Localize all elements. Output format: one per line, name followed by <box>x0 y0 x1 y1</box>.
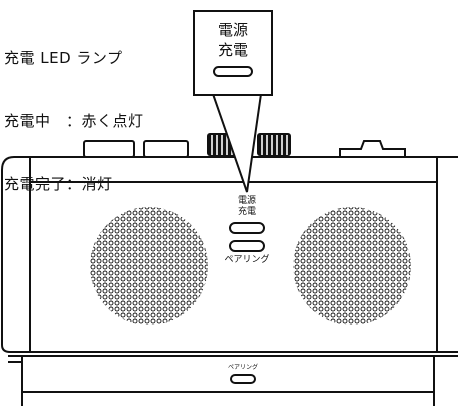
device-power-label-line2: 充電 <box>237 207 256 217</box>
speaker-grille-left <box>89 206 209 326</box>
device-power-label: 電源 充電 <box>226 196 268 218</box>
legend-title: 充電 LED ランプ <box>4 49 123 67</box>
speaker-grille-right <box>292 206 412 326</box>
base-unit <box>8 355 458 406</box>
knob-right <box>257 133 291 156</box>
charging-led-legend: 充電 LED ランプ 充電中 ：赤く点灯 充電完了：消灯 <box>4 6 144 216</box>
device-power-label-line1: 電源 <box>237 196 256 206</box>
callout-power-label: 電源 <box>217 21 248 39</box>
top-hook <box>339 140 406 157</box>
base-pairing-label: ペアリング <box>227 364 258 371</box>
base-pairing-pill <box>230 374 256 384</box>
callout-charge-label: 充電 <box>217 41 248 59</box>
legend-complete: 充電完了：消灯 <box>4 175 113 193</box>
device-pairing-label: ペアリング <box>224 255 270 265</box>
callout-box: 電源 充電 <box>193 10 273 96</box>
device-led-pills <box>229 222 265 252</box>
legend-charging: 充電中 ：赤く点灯 <box>4 112 144 130</box>
top-buttons <box>83 140 189 158</box>
callout-led-pill <box>213 66 253 77</box>
